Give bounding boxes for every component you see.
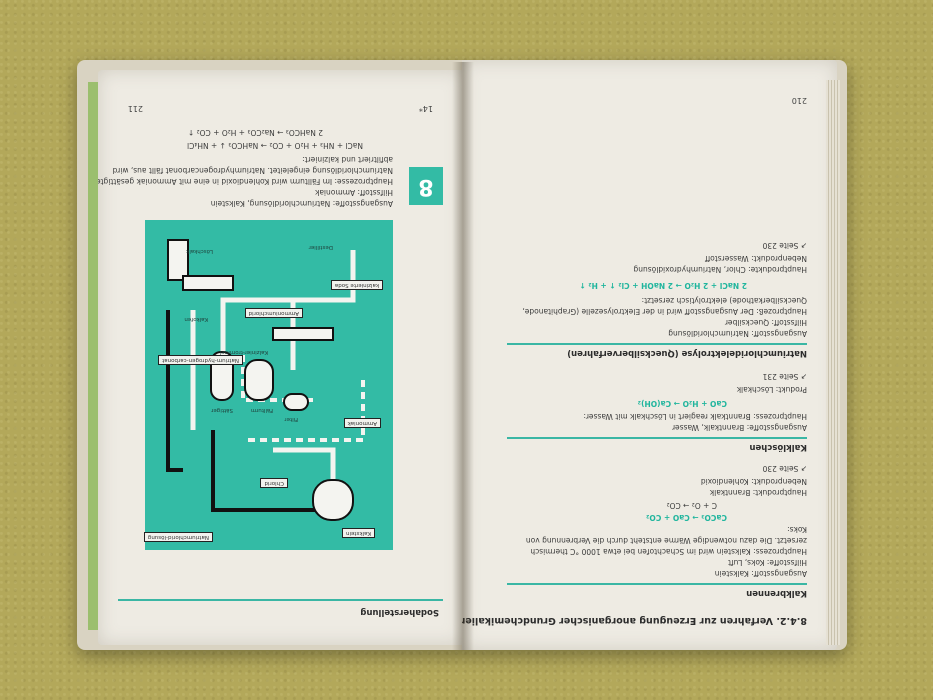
text-line: zersetzt. Die dazu notwendige Wärme ents… — [525, 536, 807, 545]
label-saettiger: Sättiger — [211, 407, 233, 413]
text-line: Hilfsstoff: Ammoniak — [315, 188, 393, 197]
equation: CaCO₃ → CaO + CO₂ — [646, 513, 727, 522]
section-elektrolyse: Natriumchloridelektrolyse (Quecksilberve… — [567, 348, 807, 358]
section-rule — [118, 599, 443, 601]
label-kalziniertrommel: Kalzinier-trommel — [219, 349, 268, 355]
text-line: Nebenprodukt: Kohlendioxid — [700, 477, 807, 486]
section-kalkbrennen: Kalkbrennen — [746, 588, 807, 598]
equation: NaCl + NH₃ + H₂O + CO₂ → NaHCO₃ ↓ + NH₄C… — [187, 141, 363, 150]
text-line: Nebenprodukt: Wasserstoff — [705, 254, 807, 263]
page-mark: 14* — [418, 104, 433, 113]
text-line: Ausgangsstoff: Natriumchloridlösung — [668, 329, 807, 338]
chapter-number-badge: 8 — [409, 167, 443, 205]
label-natriumchlorid: Natriumchlorid-lösung — [143, 532, 213, 542]
text-line: abfiltriert und kalziniert: — [302, 155, 393, 164]
text-line: Hauptprozeß: Der Ausgangsstoff wird in d… — [522, 307, 807, 316]
text-line: Hauptprozess: Kalkstein wird im Schachto… — [530, 547, 807, 556]
text-line: Koks: — [787, 525, 807, 534]
section-rule — [507, 343, 807, 345]
book-gutter-shadow — [452, 62, 474, 650]
equation: 2 NaCl + 2 H₂O → 2 NaOH + Cl₂ ↑ + H₂ ↑ — [579, 281, 747, 290]
text-line: Ausgangsstoffe: Natriumchloridlösung, Ka… — [210, 199, 393, 208]
text-line: Hilfsstoffe: Koks, Luft — [728, 558, 807, 567]
section-rule — [507, 583, 807, 585]
label-filter: Filter — [284, 416, 298, 422]
equation: 2 NaHCO₃ → Na₂CO₃ + H₂O + CO₂ ↑ — [187, 128, 323, 137]
left-page: Sodaherstellung — [98, 70, 463, 645]
label-chlorid: Chlorid — [260, 478, 288, 488]
text-line: Quecksilberkathode) elektrolytisch zerse… — [641, 296, 807, 305]
right-page-content: 8.4.2. Verfahren zur Erzeugung anorganis… — [462, 60, 837, 650]
label-natrium-hydrogencarbonat: Natrium-hydrogen-carbonat — [158, 355, 243, 365]
equation: CaO + H₂O → Ca(OH)₂ — [637, 399, 727, 408]
text-line: Ausgangsstoffe: Branntkalk, Wasser — [671, 423, 807, 432]
section-title: Sodaherstellung — [360, 607, 439, 617]
text-line: Hauptprozess: Branntkalk reagiert in Lös… — [583, 412, 807, 421]
page-reference: ↗ Seite 230 — [762, 464, 807, 473]
text-line: Produkt: Löschkalk — [736, 385, 807, 394]
label-faellturm: Fällturm — [250, 407, 273, 413]
text-line: Natriumchloridlösung eingeleitet. Natriu… — [112, 166, 393, 175]
label-ammoniumchlorid: Ammoniumchlorid — [244, 308, 303, 318]
text-line: Hauptprodukt: Branntkalk — [709, 488, 807, 497]
right-page: 8.4.2. Verfahren zur Erzeugung anorganis… — [462, 60, 837, 650]
label-destillier: Destillier — [308, 244, 333, 250]
text-line: Hauptprodukte: Chlor, Natriumhydroxidlös… — [633, 265, 807, 274]
label-loeschkalk: Löschkalk — [186, 248, 213, 254]
label-kalzinierte-soda: kalzinierte Soda — [330, 280, 383, 290]
page-number: 211 — [127, 104, 143, 113]
text-line: Hauptprozesse: Im Fällturm wird Kohlendi… — [98, 177, 393, 186]
diagram-flow-lines — [166, 239, 365, 521]
label-kalkstein: Kalkstein — [341, 528, 375, 538]
equation: C + O₂ → CO₂ — [666, 501, 717, 510]
text-line: Hilfsstoff: Quecksilber — [724, 318, 807, 327]
page-number: 210 — [791, 96, 807, 105]
section-kalkloeschen: Kalklöschen — [749, 442, 807, 452]
label-ammoniak: Ammoniak — [343, 418, 381, 428]
chapter-heading: 8.4.2. Verfahren zur Erzeugung anorganis… — [462, 615, 807, 626]
text-line: Ausgangsstoff: Kalkstein — [714, 569, 807, 578]
page-edges — [826, 80, 840, 645]
page-reference: ↗ Seite 231 — [762, 372, 807, 381]
section-rule — [507, 437, 807, 439]
page-reference: ↗ Seite 230 — [762, 241, 807, 250]
soda-process-diagram: Natriumchlorid-lösung Kalkstein Chlorid … — [143, 220, 393, 550]
label-kalkofen: Kalkofen — [184, 316, 208, 322]
left-page-content: Sodaherstellung — [98, 70, 463, 645]
